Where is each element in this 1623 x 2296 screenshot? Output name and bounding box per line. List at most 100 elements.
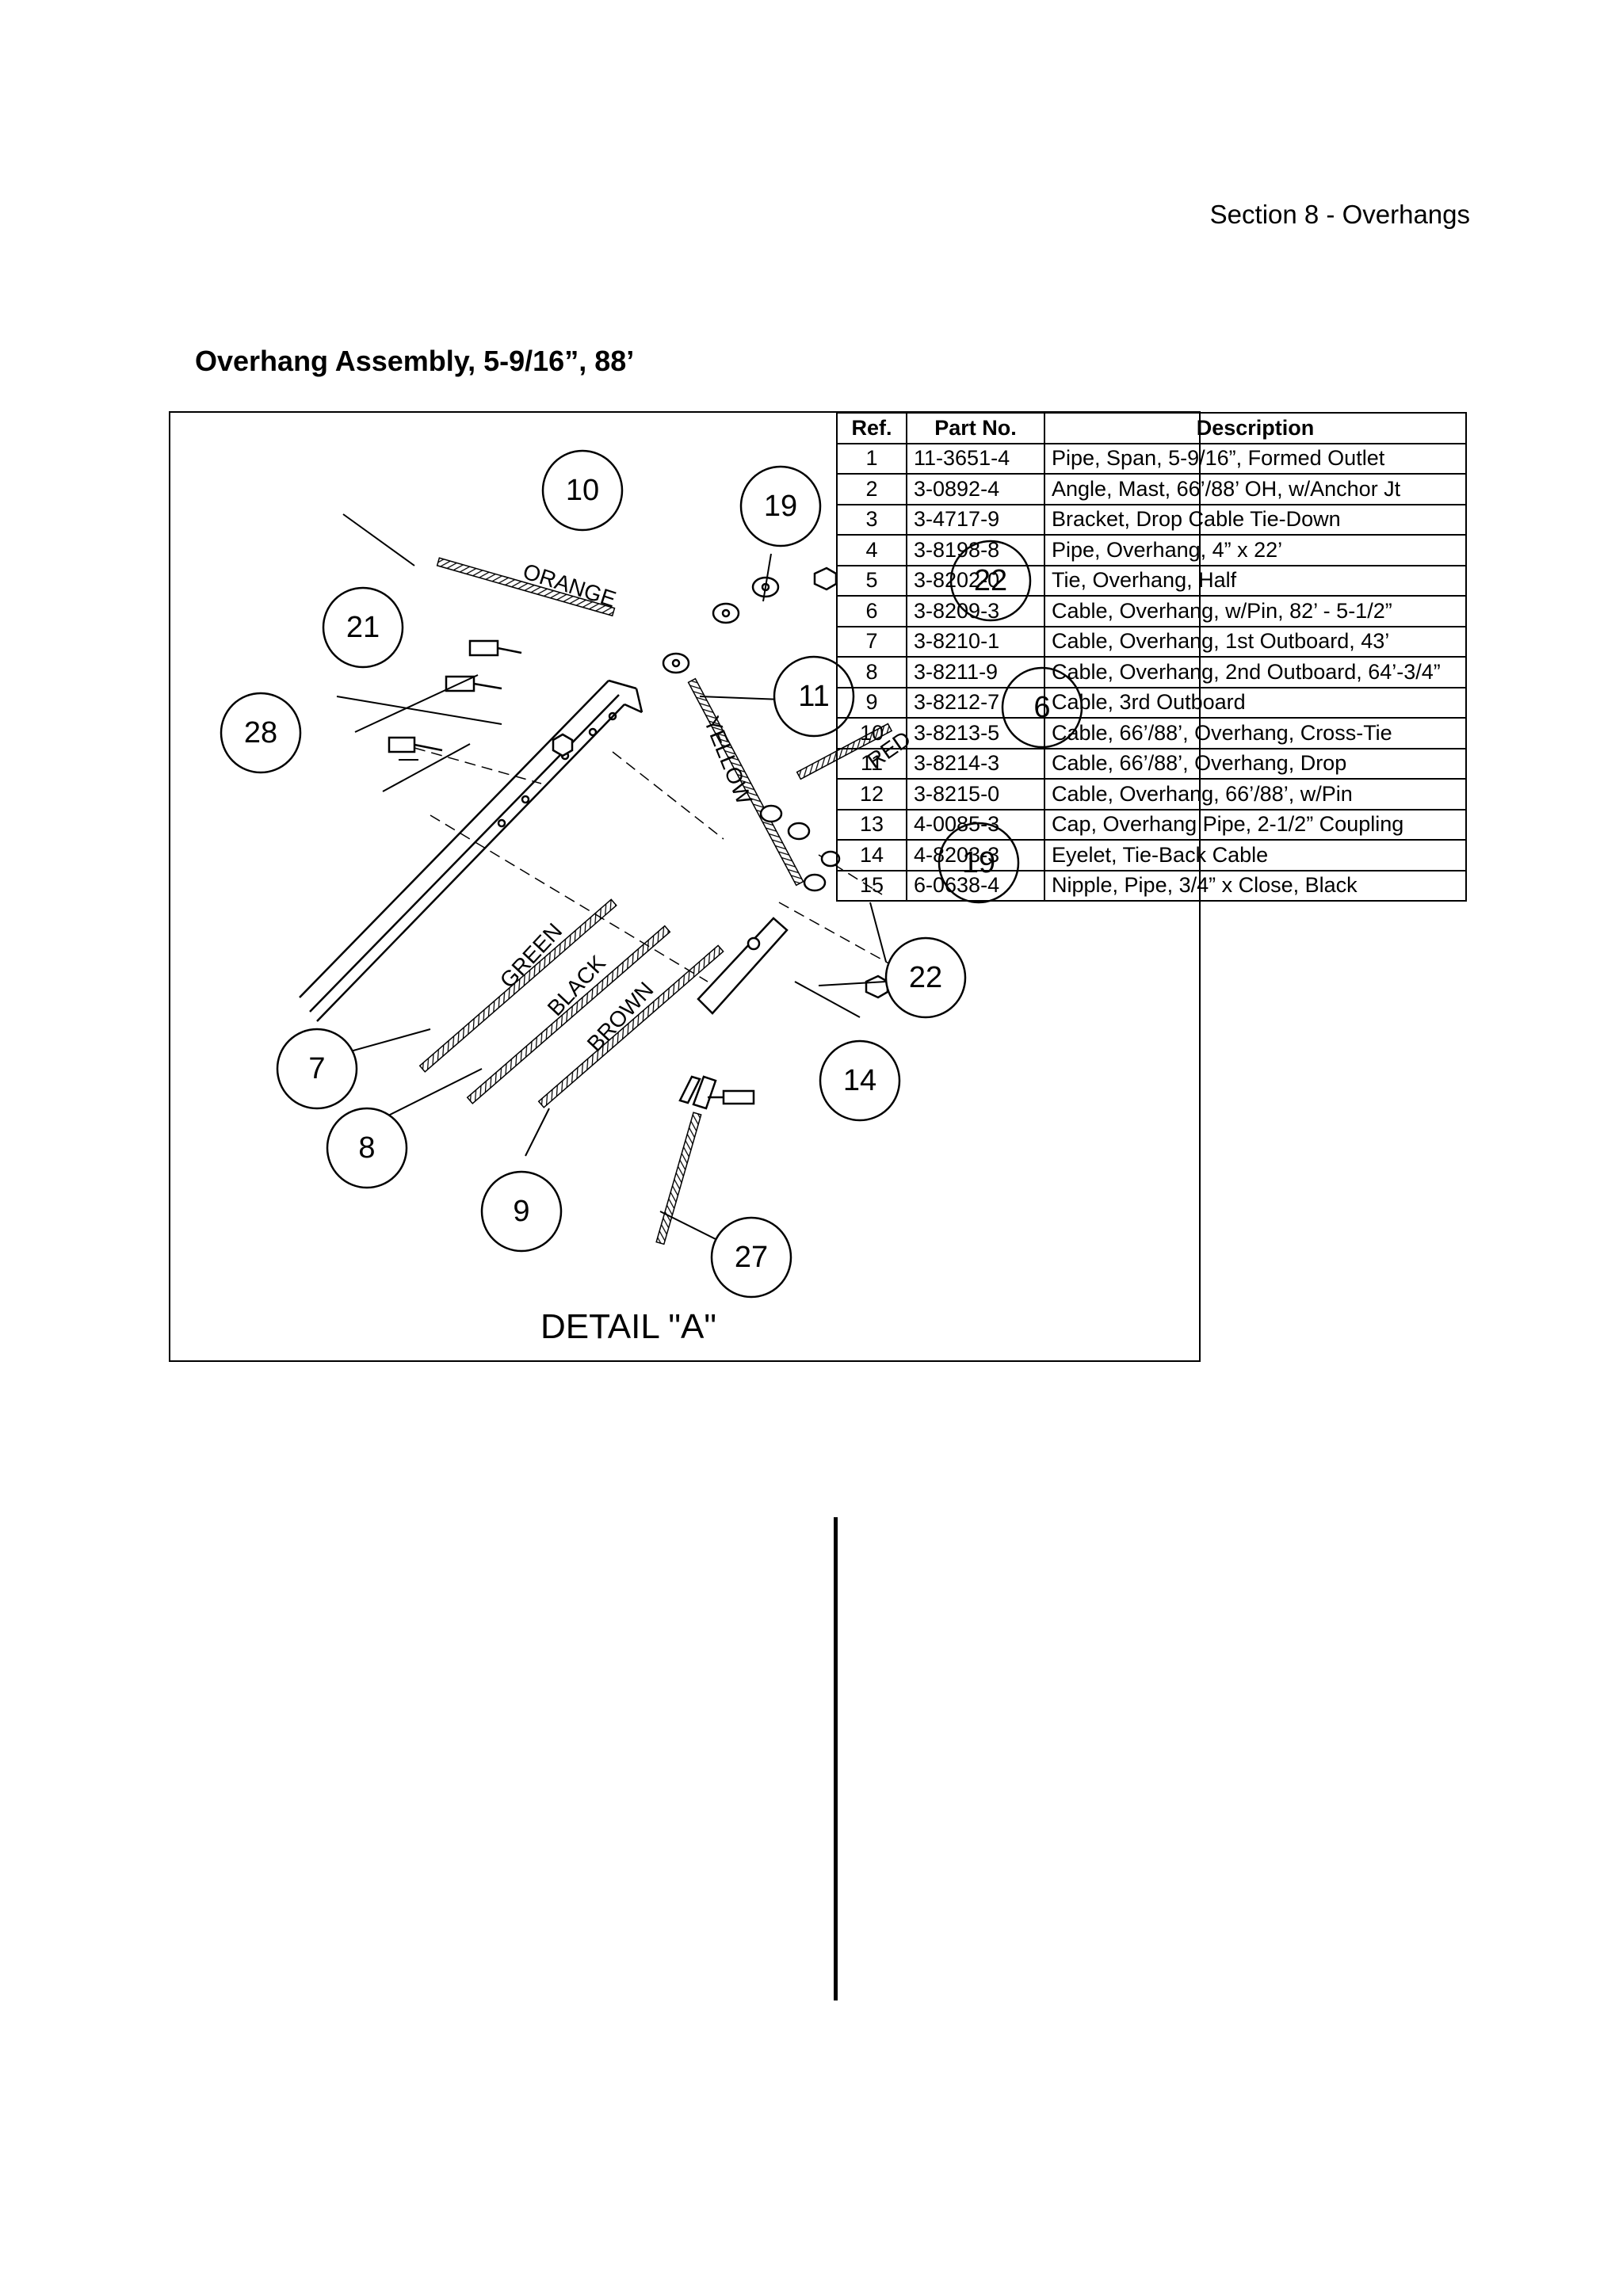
callout-19: 19: [739, 465, 822, 547]
cell-part-no: 11-3651-4: [906, 442, 1045, 475]
cell-part-no: 3-8212-7: [906, 686, 1045, 719]
vertical-divider: [834, 1517, 838, 2000]
callout-10: 10: [541, 449, 624, 532]
cell-ref: 9: [836, 686, 907, 719]
cell-description: Cable, 66’/88’, Overhang, Drop: [1044, 747, 1467, 780]
callout-8: 8: [326, 1107, 408, 1189]
cell-part-no: 3-4717-9: [906, 503, 1045, 536]
figure-caption: DETAIL "A": [540, 1307, 716, 1346]
svg-text:19: 19: [764, 490, 797, 523]
cable-black: [466, 925, 671, 1104]
cell-part-no: 3-8214-3: [906, 747, 1045, 780]
cell-part-no: 3-8210-1: [906, 625, 1045, 658]
callouts: 10 19 21 11 28 7 8 9 14 22 27 22 6 19: [220, 449, 1083, 1299]
svg-text:10: 10: [566, 474, 599, 507]
cell-ref: 13: [836, 808, 907, 841]
cell-description: Nipple, Pipe, 3/4” x Close, Black: [1044, 869, 1467, 902]
parts-table-header: Ref. Part No. Description: [836, 412, 1467, 444]
cell-ref: 11: [836, 747, 907, 780]
cell-ref: 10: [836, 717, 907, 749]
svg-text:22: 22: [909, 961, 942, 994]
cell-description: Pipe, Span, 5-9/16”, Formed Outlet: [1044, 442, 1467, 475]
svg-text:14: 14: [843, 1064, 876, 1097]
col-ref: Ref.: [836, 412, 907, 444]
bolt-21a: [468, 639, 522, 657]
cable-green: [418, 898, 617, 1073]
cell-part-no: 6-0638-4: [906, 869, 1045, 902]
cell-part-no: 4-8203-3: [906, 839, 1045, 871]
cables: [418, 557, 893, 1245]
cell-description: Angle, Mast, 66’/88’ OH, w/Anchor Jt: [1044, 473, 1467, 505]
cell-description: Cable, Overhang, 2nd Outboard, 64’-3/4”: [1044, 656, 1467, 688]
callout-22: 22: [884, 936, 967, 1019]
callout-27: 27: [710, 1216, 792, 1299]
cell-ref: 12: [836, 778, 907, 810]
cell-ref: 15: [836, 869, 907, 902]
callout-14: 14: [819, 1039, 901, 1122]
cell-part-no: 3-8198-8: [906, 534, 1045, 566]
svg-text:28: 28: [244, 716, 277, 749]
cell-part-no: 3-8211-9: [906, 656, 1045, 688]
cell-part-no: 4-0085-3: [906, 808, 1045, 841]
cell-description: Pipe, Overhang, 4” x 22’: [1044, 534, 1467, 566]
cable-label-yellow: YELLOW: [699, 713, 757, 808]
cable-brown: [537, 944, 724, 1108]
cell-description: Cable, 66’/88’, Overhang, Cross-Tie: [1044, 717, 1467, 749]
cell-ref: 6: [836, 595, 907, 627]
eyelet-14: [697, 917, 789, 1015]
cable-orange: [436, 557, 616, 617]
svg-text:27: 27: [735, 1241, 768, 1274]
cell-description: Tie, Overhang, Half: [1044, 564, 1467, 597]
cell-ref: 5: [836, 564, 907, 597]
cell-part-no: 3-8213-5: [906, 717, 1045, 749]
cell-ref: 1: [836, 442, 907, 475]
callout-21: 21: [322, 586, 404, 669]
cell-ref: 3: [836, 503, 907, 536]
cell-ref: 4: [836, 534, 907, 566]
cell-description: Cable, 3rd Outboard: [1044, 686, 1467, 719]
cell-description: Cable, Overhang, 1st Outboard, 43’: [1044, 625, 1467, 658]
callout-28: 28: [220, 692, 302, 774]
svg-text:7: 7: [308, 1052, 325, 1085]
hardware: [388, 566, 889, 1110]
svg-text:21: 21: [346, 611, 380, 644]
col-description: Description: [1044, 412, 1467, 444]
svg-text:9: 9: [513, 1195, 529, 1228]
cell-ref: 7: [836, 625, 907, 658]
col-part-no: Part No.: [906, 412, 1045, 444]
cell-part-no: 3-8209-3: [906, 595, 1045, 627]
cell-part-no: 3-8202-0: [906, 564, 1045, 597]
page-title: Overhang Assembly, 5-9/16”, 88’: [195, 345, 635, 377]
cell-part-no: 3-8215-0: [906, 778, 1045, 810]
svg-text:8: 8: [358, 1131, 375, 1165]
callout-9: 9: [480, 1170, 563, 1253]
cable-drop: [655, 1112, 702, 1245]
cell-description: Cable, Overhang, 66’/88’, w/Pin: [1044, 778, 1467, 810]
svg-text:11: 11: [798, 680, 829, 713]
section-header: Section 8 - Overhangs: [1209, 200, 1470, 229]
bolt-28: [388, 736, 443, 753]
bolt-21b: [445, 675, 502, 692]
callout-11: 11: [773, 655, 855, 738]
cell-description: Eyelet, Tie-Back Cable: [1044, 839, 1467, 871]
cell-ref: 2: [836, 473, 907, 505]
cable-yellow: [687, 677, 804, 887]
cell-ref: 14: [836, 839, 907, 871]
cell-description: Cable, Overhang, w/Pin, 82’ - 5-1/2”: [1044, 595, 1467, 627]
cell-ref: 8: [836, 656, 907, 688]
